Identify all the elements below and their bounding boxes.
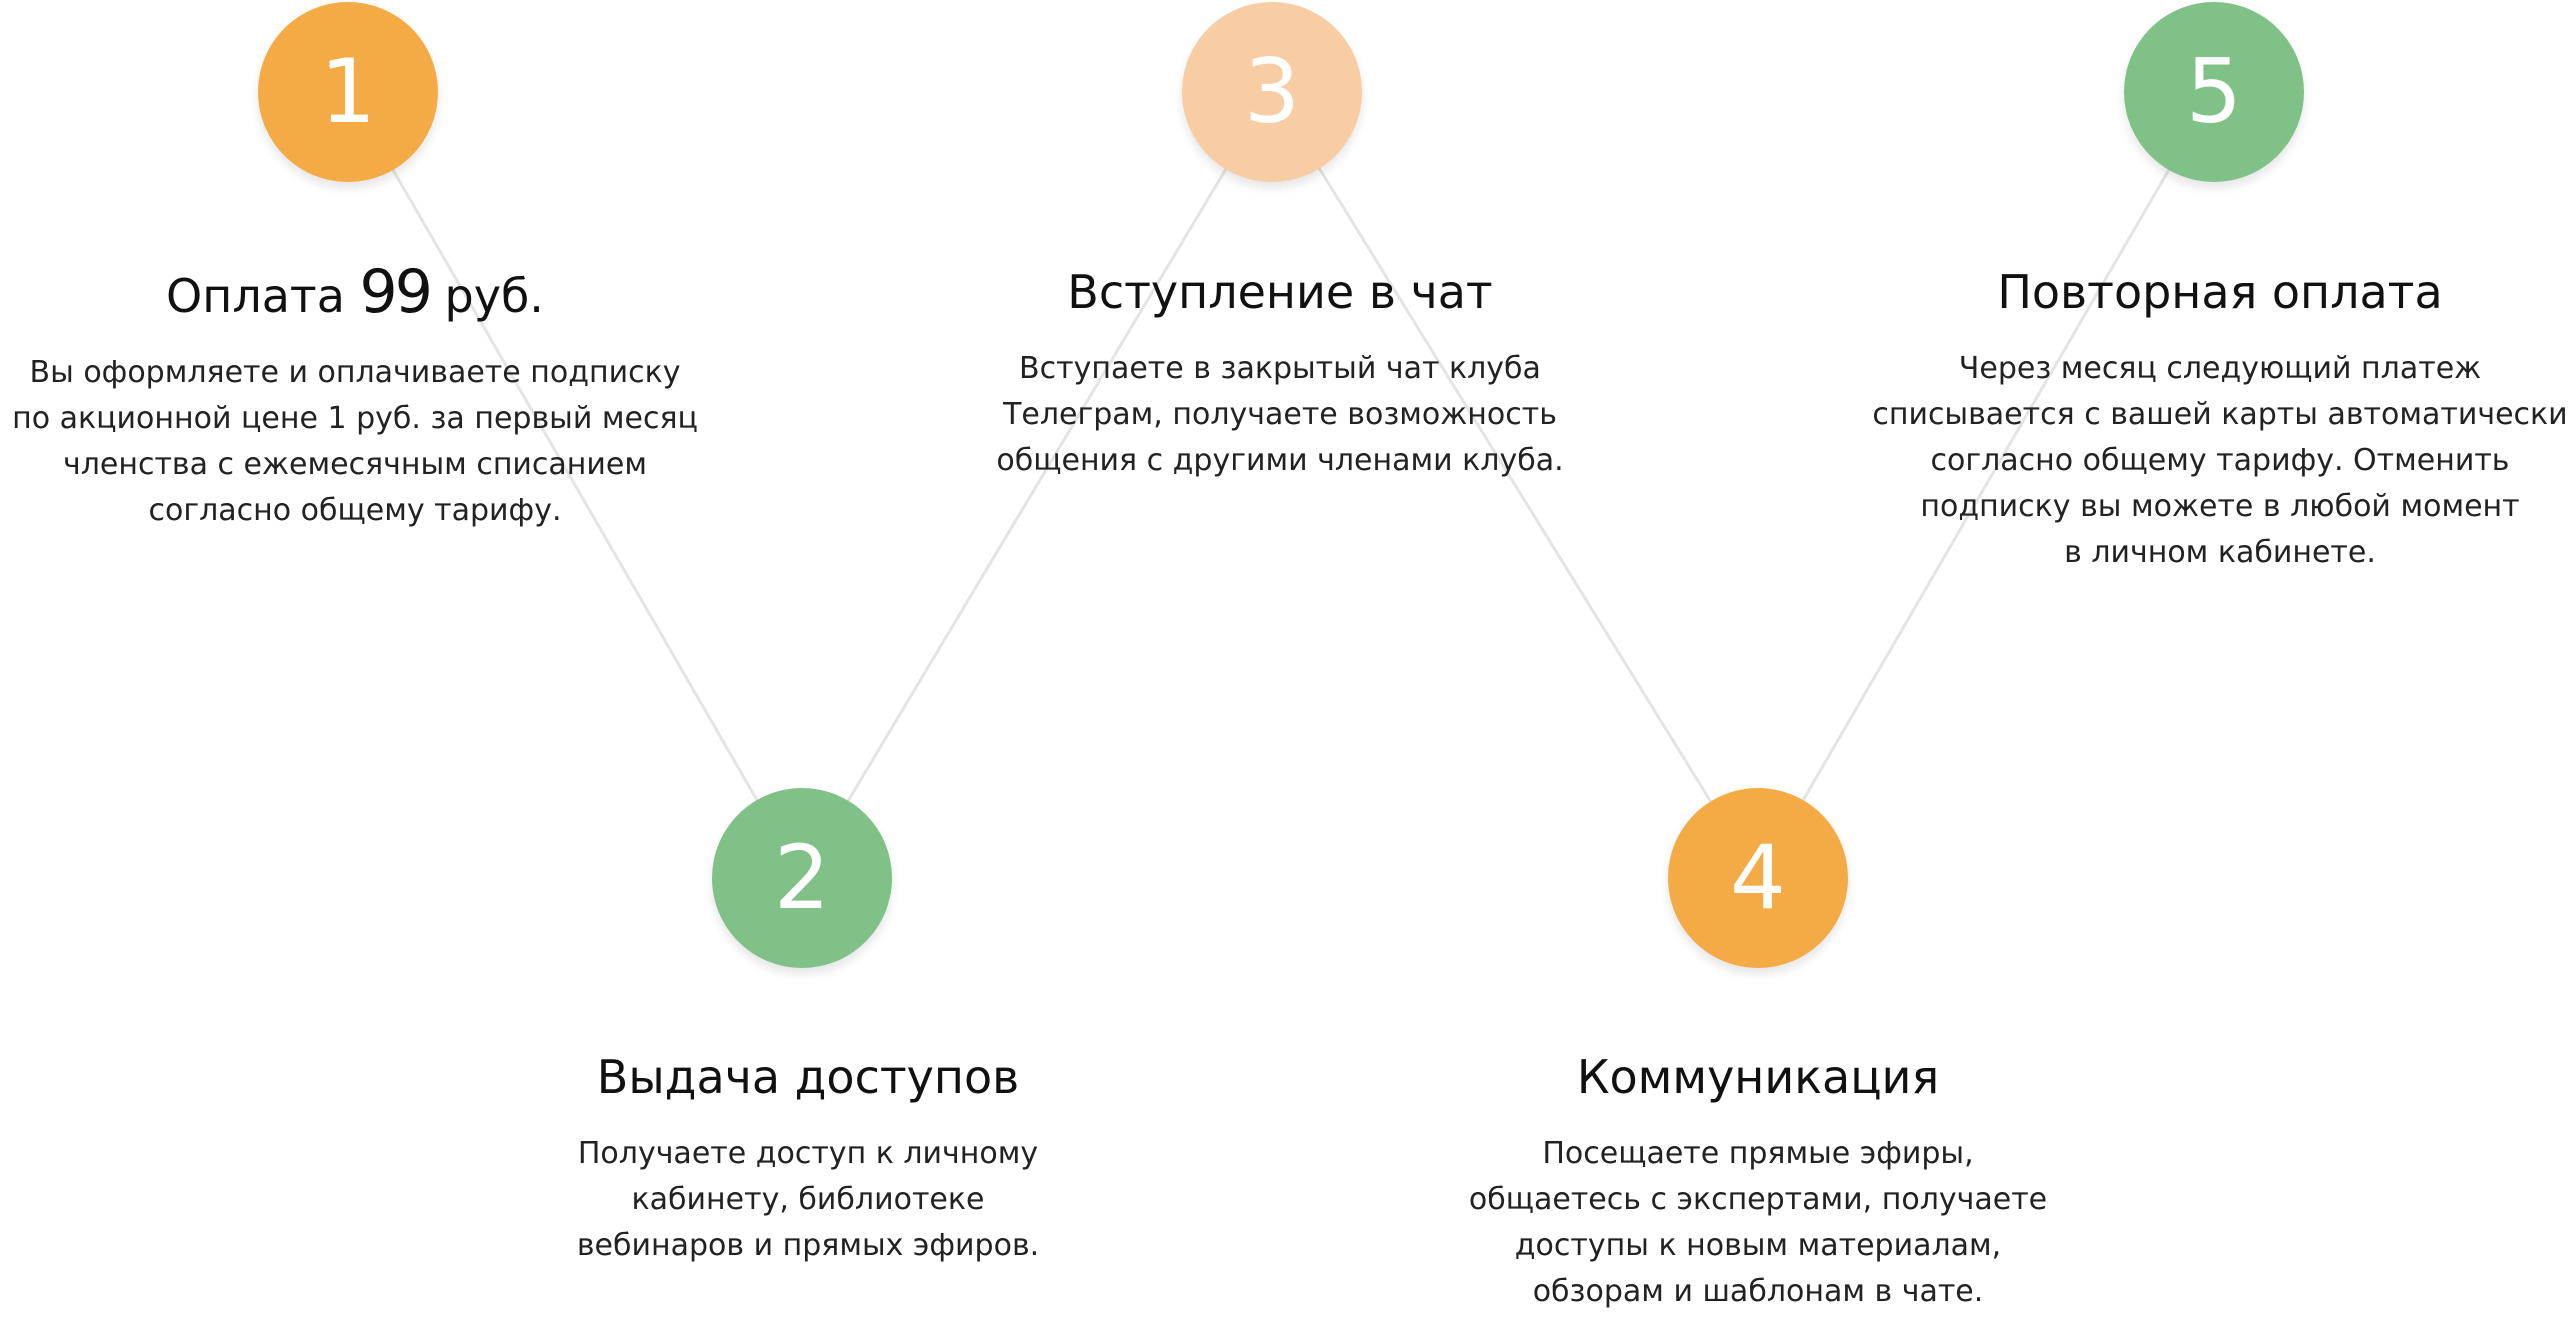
step-1-desc-line: согласно общему тарифу. [148,493,562,528]
step-1-description: Вы оформляете и оплачиваете подписку по … [12,350,698,534]
step-2-circle: 2 [712,788,892,968]
step-2-desc-line: Получаете доступ к личному [577,1136,1039,1171]
step-1-desc-line: Вы оформляете и оплачиваете подписку [29,355,681,390]
step-2-block: Выдача доступов Получаете доступ к лично… [577,1047,1039,1269]
step-3-title: Вступление в чат [1067,265,1493,319]
step-4-block: Коммуникация Посещаете прямые эфиры, общ… [1469,1047,2047,1315]
connector-2-3 [800,91,1274,879]
step-1-block: Оплата 99 руб. Вы оформляете и оплачивае… [12,262,698,534]
step-2-description: Получаете доступ к личному кабинету, биб… [577,1131,1039,1269]
step-5-desc-line: Через месяц следующий платеж [1958,351,2482,386]
step-4-number: 4 [1730,826,1786,929]
step-4-desc-line: Посещаете прямые эфиры, [1542,1136,1974,1171]
step-2-number: 2 [774,826,830,929]
step-4-circle: 4 [1668,788,1848,968]
step-3-desc-line: Телеграм, получаете возможность [1003,397,1557,432]
step-1-title-after: руб. [444,269,544,323]
connector-3-4 [1270,91,1760,879]
step-4-desc-line: общаетесь с экспертами, получаете [1468,1182,2048,1217]
step-2-desc-line: вебинаров и прямых эфиров. [576,1228,1040,1263]
step-1-desc-line: по акционной цене 1 руб. за первый месяц [12,401,698,436]
step-1-title: Оплата 99 руб. [12,262,698,326]
connector-1-2 [346,91,804,879]
step-4-desc-line: обзорам и шаблонам в чате. [1532,1274,1984,1309]
step-5-circle: 5 [2124,2,2304,182]
step-1-title-amount: 99 [359,257,433,327]
step-2-title: Выдача доступов [596,1050,1020,1104]
step-3-desc-line: общения с другими членами клуба. [996,443,1564,478]
step-5-title: Повторная оплата [1997,265,2443,319]
step-5-description: Через месяц следующий платеж списывается… [1872,346,2567,576]
connector-4-5 [1756,91,2216,879]
step-3-number: 3 [1244,40,1300,143]
step-2-desc-line: кабинету, библиотеке [631,1182,985,1217]
step-5-desc-line: согласно общему тарифу. Отменить [1930,443,2510,478]
step-4-title: Коммуникация [1576,1050,1940,1104]
step-1-title-before: Оплата [166,269,345,323]
step-5-number: 5 [2186,40,2242,143]
step-5-desc-line: списывается с вашей карты автоматически [1872,397,2568,432]
step-4-desc-line: доступы к новым материалам, [1514,1228,2002,1263]
step-3-block: Вступление в чат Вступаете в закрытый ча… [996,262,1563,484]
step-5-desc-line: в личном кабинете. [2064,535,2376,570]
step-5-block: Повторная оплата Через месяц следующий п… [1872,262,2567,576]
step-3-circle: 3 [1182,2,1362,182]
step-1-circle: 1 [258,2,438,182]
step-1-desc-line: членства с ежемесячным списанием [62,447,648,482]
step-4-description: Посещаете прямые эфиры, общаетесь с эксп… [1469,1131,2047,1315]
step-3-description: Вступаете в закрытый чат клуба Телеграм,… [996,346,1563,484]
step-5-desc-line: подписку вы можете в любой момент [1920,489,2520,524]
step-3-desc-line: Вступаете в закрытый чат клуба [1019,351,1541,386]
step-1-number: 1 [320,40,376,143]
